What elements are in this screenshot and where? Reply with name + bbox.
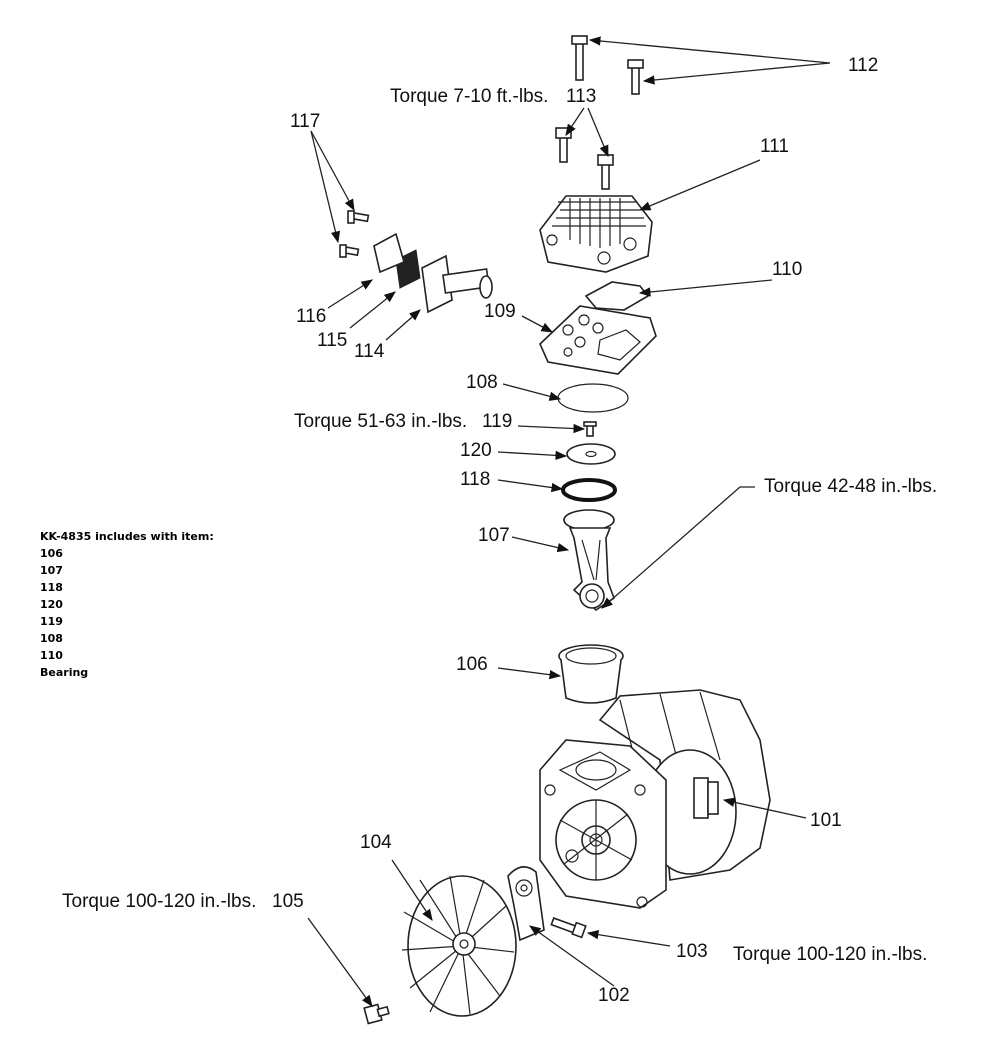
part-116-cover: [373, 232, 405, 274]
callout-103: 103: [676, 941, 708, 962]
part-102-bracket: [507, 866, 545, 942]
part-112-stud-a: [571, 35, 588, 81]
callout-104: 104: [360, 832, 392, 853]
torque-label-119: Torque 51-63 in.-lbs.: [294, 411, 468, 432]
part-107-connecting-rod: [563, 509, 615, 612]
callout-119: 119: [482, 411, 513, 432]
part-111-cylinder-head: [539, 195, 653, 273]
part-112-stud-b: [627, 59, 644, 95]
kit-item: Bearing: [40, 666, 89, 679]
part-120-disc: [566, 443, 616, 465]
callout-118: 118: [460, 469, 491, 490]
callout-116: 116: [296, 306, 327, 327]
kit-item: 119: [40, 615, 63, 628]
callout-115: 115: [317, 330, 348, 351]
torque-label-107: Torque 42-48 in.-lbs.: [764, 476, 938, 497]
part-117-screw-b: [347, 210, 370, 224]
torque-label-105: Torque 100-120 in.-lbs.: [62, 891, 257, 912]
callout-106: 106: [456, 654, 488, 675]
part-113-bolt-a: [555, 127, 572, 163]
kit-item: 110: [40, 649, 63, 662]
part-104-fan: [401, 875, 517, 1017]
kit-item: 107: [40, 564, 63, 577]
callout-117: 117: [290, 111, 321, 132]
callout-113: 113: [566, 86, 597, 107]
callout-112: 112: [848, 55, 879, 76]
part-108-o-ring: [557, 383, 629, 413]
callout-101: 101: [810, 810, 842, 831]
part-103-bolt: [550, 917, 587, 939]
callout-109: 109: [484, 301, 516, 322]
torque-label-103: Torque 100-120 in.-lbs.: [733, 944, 928, 965]
part-105-bolt: [363, 1003, 390, 1025]
callout-107: 107: [478, 525, 510, 546]
part-117-screw-a: [339, 244, 360, 258]
torque-label-113: Torque 7-10 ft.-lbs.: [390, 86, 549, 107]
callout-111: 111: [760, 136, 789, 157]
callout-110: 110: [772, 259, 803, 280]
part-118-piston-ring: [561, 478, 617, 502]
kit-item: 120: [40, 598, 63, 611]
part-106-cylinder-sleeve: [558, 644, 624, 704]
kit-contents-list: KK-4835 includes with item: 106 107 118 …: [40, 528, 214, 681]
part-113-bolt-b: [597, 154, 614, 190]
callout-102: 102: [598, 985, 630, 1006]
callout-114: 114: [354, 341, 385, 362]
kit-title: KK-4835 includes with item:: [40, 530, 214, 543]
part-114-intake: [421, 254, 493, 314]
part-110-gasket: [584, 281, 650, 311]
part-109-valve-plate: [539, 305, 657, 375]
kit-item: 108: [40, 632, 63, 645]
callout-105: 105: [272, 891, 304, 912]
callout-120: 120: [460, 440, 492, 461]
part-101-crankcase-motor: [539, 689, 771, 909]
kit-item: 118: [40, 581, 63, 594]
callout-108: 108: [466, 372, 498, 393]
kit-item: 106: [40, 547, 63, 560]
part-119-screw: [583, 421, 597, 437]
